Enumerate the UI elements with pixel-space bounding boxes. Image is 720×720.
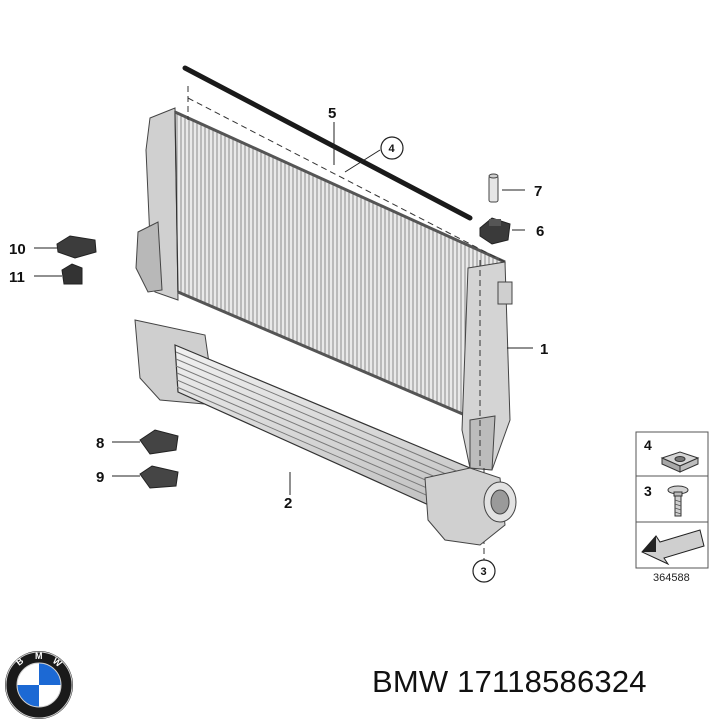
callout-1: 1 xyxy=(540,341,548,358)
diagram-id: 364588 xyxy=(653,572,690,584)
callout-labels: 1 2 5 6 7 8 9 10 11 4 3 xyxy=(9,105,548,583)
svg-text:4: 4 xyxy=(389,143,396,155)
part-number-caption: BMW 17118586324 xyxy=(372,664,647,699)
rubber-mount xyxy=(479,217,511,245)
callout-10: 10 xyxy=(9,241,26,258)
callout-5: 5 xyxy=(328,105,336,122)
callout-6: 6 xyxy=(536,223,544,240)
seal-strip xyxy=(182,65,473,221)
callout-8: 8 xyxy=(96,435,104,452)
pin xyxy=(488,173,499,203)
callout-7: 7 xyxy=(534,183,542,200)
radiator xyxy=(135,107,513,471)
leader-lines xyxy=(34,122,533,495)
callout-9: 9 xyxy=(96,469,104,486)
holder-10 xyxy=(56,235,97,259)
svg-text:B: B xyxy=(14,655,26,667)
charge-air-cooler xyxy=(134,319,517,546)
bracket-9 xyxy=(139,465,179,489)
svg-text:3: 3 xyxy=(481,566,487,578)
bracket-8 xyxy=(139,429,179,455)
bmw-logo: B M W xyxy=(5,651,73,719)
legend-panel: 4 3 364588 xyxy=(635,431,709,584)
circled-callout-3: 3 xyxy=(472,559,496,583)
callout-11: 11 xyxy=(9,269,25,286)
direction-arrow-icon xyxy=(641,529,705,566)
square-nut-icon xyxy=(660,451,700,473)
screw-icon xyxy=(667,485,689,517)
callout-2: 2 xyxy=(284,495,292,512)
circled-callout-4: 4 xyxy=(380,136,404,160)
legend-number-4: 4 xyxy=(644,437,652,453)
legend-number-3: 3 xyxy=(644,483,652,499)
svg-text:M: M xyxy=(35,651,43,661)
holder-11 xyxy=(61,263,83,285)
